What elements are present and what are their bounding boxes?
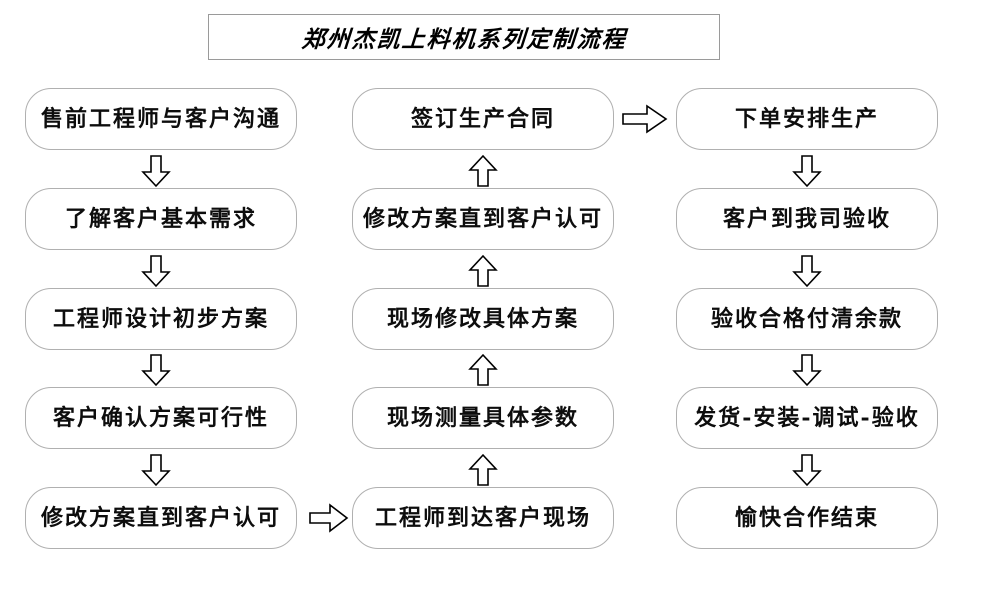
process-node-label: 工程师设计初步方案 (52, 306, 269, 332)
arrow-down-icon (792, 454, 822, 487)
arrow-down-icon (141, 454, 171, 487)
process-node-n12[interactable]: 客户到我司验收 (676, 188, 938, 250)
process-node-label: 签订生产合同 (410, 106, 555, 132)
process-node-n4[interactable]: 客户确认方案可行性 (25, 387, 297, 449)
arrow-down-icon (141, 354, 171, 387)
process-node-n3[interactable]: 工程师设计初步方案 (25, 288, 297, 350)
process-node-label: 客户确认方案可行性 (52, 405, 269, 431)
process-node-label: 现场测量具体参数 (386, 405, 579, 431)
process-node-n13[interactable]: 验收合格付清余款 (676, 288, 938, 350)
process-node-n10[interactable]: 工程师到达客户现场 (352, 487, 614, 549)
process-node-n8[interactable]: 现场修改具体方案 (352, 288, 614, 350)
arrow-up-icon (468, 453, 498, 486)
process-node-label: 验收合格付清余款 (710, 306, 903, 332)
process-node-label: 发货-安装-调试-验收 (694, 405, 920, 431)
diagram-title-box: 郑州杰凯上料机系列定制流程 (208, 14, 720, 60)
process-node-n5[interactable]: 修改方案直到客户认可 (25, 487, 297, 549)
process-node-n14[interactable]: 发货-安装-调试-验收 (676, 387, 938, 449)
process-node-n2[interactable]: 了解客户基本需求 (25, 188, 297, 250)
arrow-down-icon (792, 255, 822, 288)
process-node-label: 客户到我司验收 (722, 206, 891, 232)
arrow-down-icon (792, 354, 822, 387)
arrow-right-icon (622, 104, 668, 134)
process-node-label: 现场修改具体方案 (386, 306, 579, 332)
process-node-n1[interactable]: 售前工程师与客户沟通 (25, 88, 297, 150)
process-node-label: 工程师到达客户现场 (374, 505, 591, 531)
process-node-n6[interactable]: 签订生产合同 (352, 88, 614, 150)
arrow-down-icon (141, 255, 171, 288)
process-node-label: 愉快合作结束 (734, 505, 879, 531)
process-node-n9[interactable]: 现场测量具体参数 (352, 387, 614, 449)
process-node-label: 修改方案直到客户认可 (362, 206, 603, 232)
process-node-n7[interactable]: 修改方案直到客户认可 (352, 188, 614, 250)
process-node-label: 下单安排生产 (734, 106, 879, 132)
process-node-label: 了解客户基本需求 (64, 206, 257, 232)
process-node-n15[interactable]: 愉快合作结束 (676, 487, 938, 549)
diagram-title: 郑州杰凯上料机系列定制流程 (300, 26, 628, 53)
arrow-down-icon (792, 155, 822, 188)
process-node-n11[interactable]: 下单安排生产 (676, 88, 938, 150)
arrow-up-icon (468, 254, 498, 287)
process-node-label: 售前工程师与客户沟通 (40, 106, 281, 132)
arrow-up-icon (468, 353, 498, 386)
arrow-up-icon (468, 154, 498, 187)
arrow-right-icon (309, 503, 349, 533)
arrow-down-icon (141, 155, 171, 188)
process-node-label: 修改方案直到客户认可 (40, 505, 281, 531)
